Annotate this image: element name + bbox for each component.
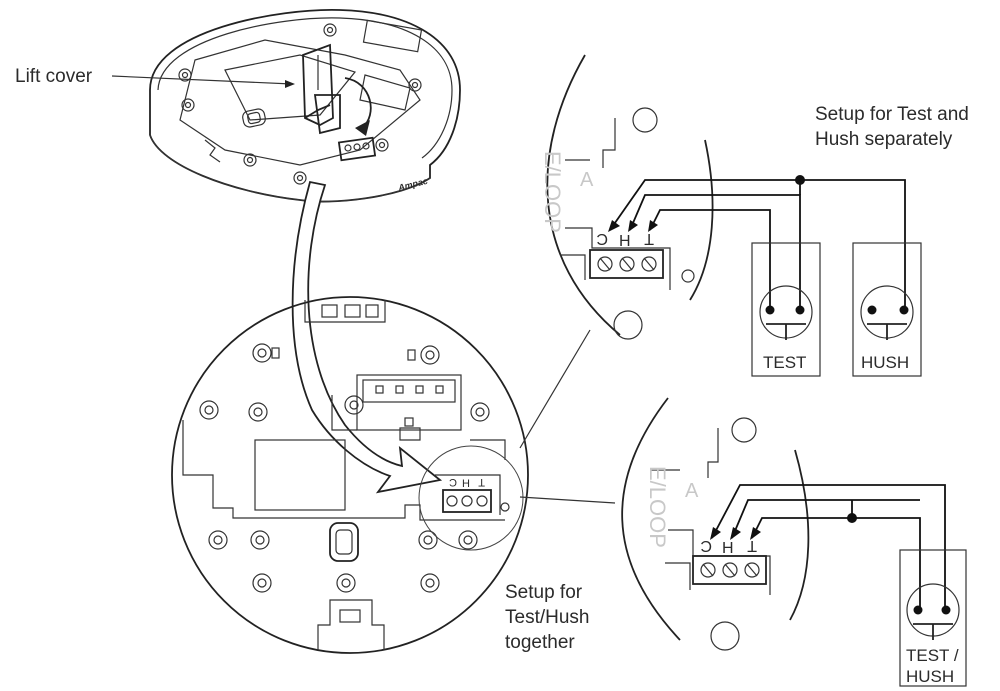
- detector-base-perspective: Ampac: [149, 9, 461, 203]
- lift-cover-leader: [111, 75, 293, 85]
- terminal-h-bottom: H: [722, 540, 734, 557]
- brand-mark: Ampac: [396, 176, 429, 193]
- terminal-a-top: A: [580, 169, 594, 191]
- setup-together-line2: Test/Hush: [505, 607, 589, 628]
- loop-text-bottom: E/LOOP: [645, 466, 670, 548]
- detector-base-top-view: C H T: [171, 296, 529, 654]
- setup-separate-line1: Setup for Test and: [815, 104, 969, 125]
- small-terminal-t: T: [478, 476, 485, 488]
- small-terminal-c: C: [449, 476, 457, 488]
- hush-label: HUSH: [861, 353, 909, 372]
- terminal-t-bottom: T: [747, 537, 757, 554]
- zoom-line-bottom: [519, 496, 616, 504]
- terminal-h-top: H: [619, 233, 631, 250]
- detail-together: E/LOOP A C H T TEST / HUSH: [621, 397, 967, 687]
- test-hush-label-line2: HUSH: [906, 667, 954, 686]
- small-terminal-h: H: [462, 478, 470, 490]
- terminal-a-bottom: A: [685, 480, 699, 502]
- terminal-c-bottom: C: [700, 537, 712, 554]
- terminal-t-top: T: [644, 230, 654, 247]
- test-hush-label-line1: TEST /: [906, 646, 959, 665]
- setup-separate-line2: Hush separately: [815, 129, 953, 150]
- zoom-arrow: [291, 180, 443, 494]
- lift-cover-label: Lift cover: [15, 66, 93, 87]
- zoom-line-top: [519, 329, 591, 449]
- detail-separate: E/LOOP A C H T TEST HUSH: [540, 54, 922, 377]
- setup-together-line1: Setup for: [505, 582, 583, 603]
- loop-text-top: E/LOOP: [540, 151, 565, 233]
- test-label: TEST: [763, 353, 806, 372]
- setup-together-line3: together: [505, 632, 575, 653]
- terminal-c-top: C: [596, 230, 608, 247]
